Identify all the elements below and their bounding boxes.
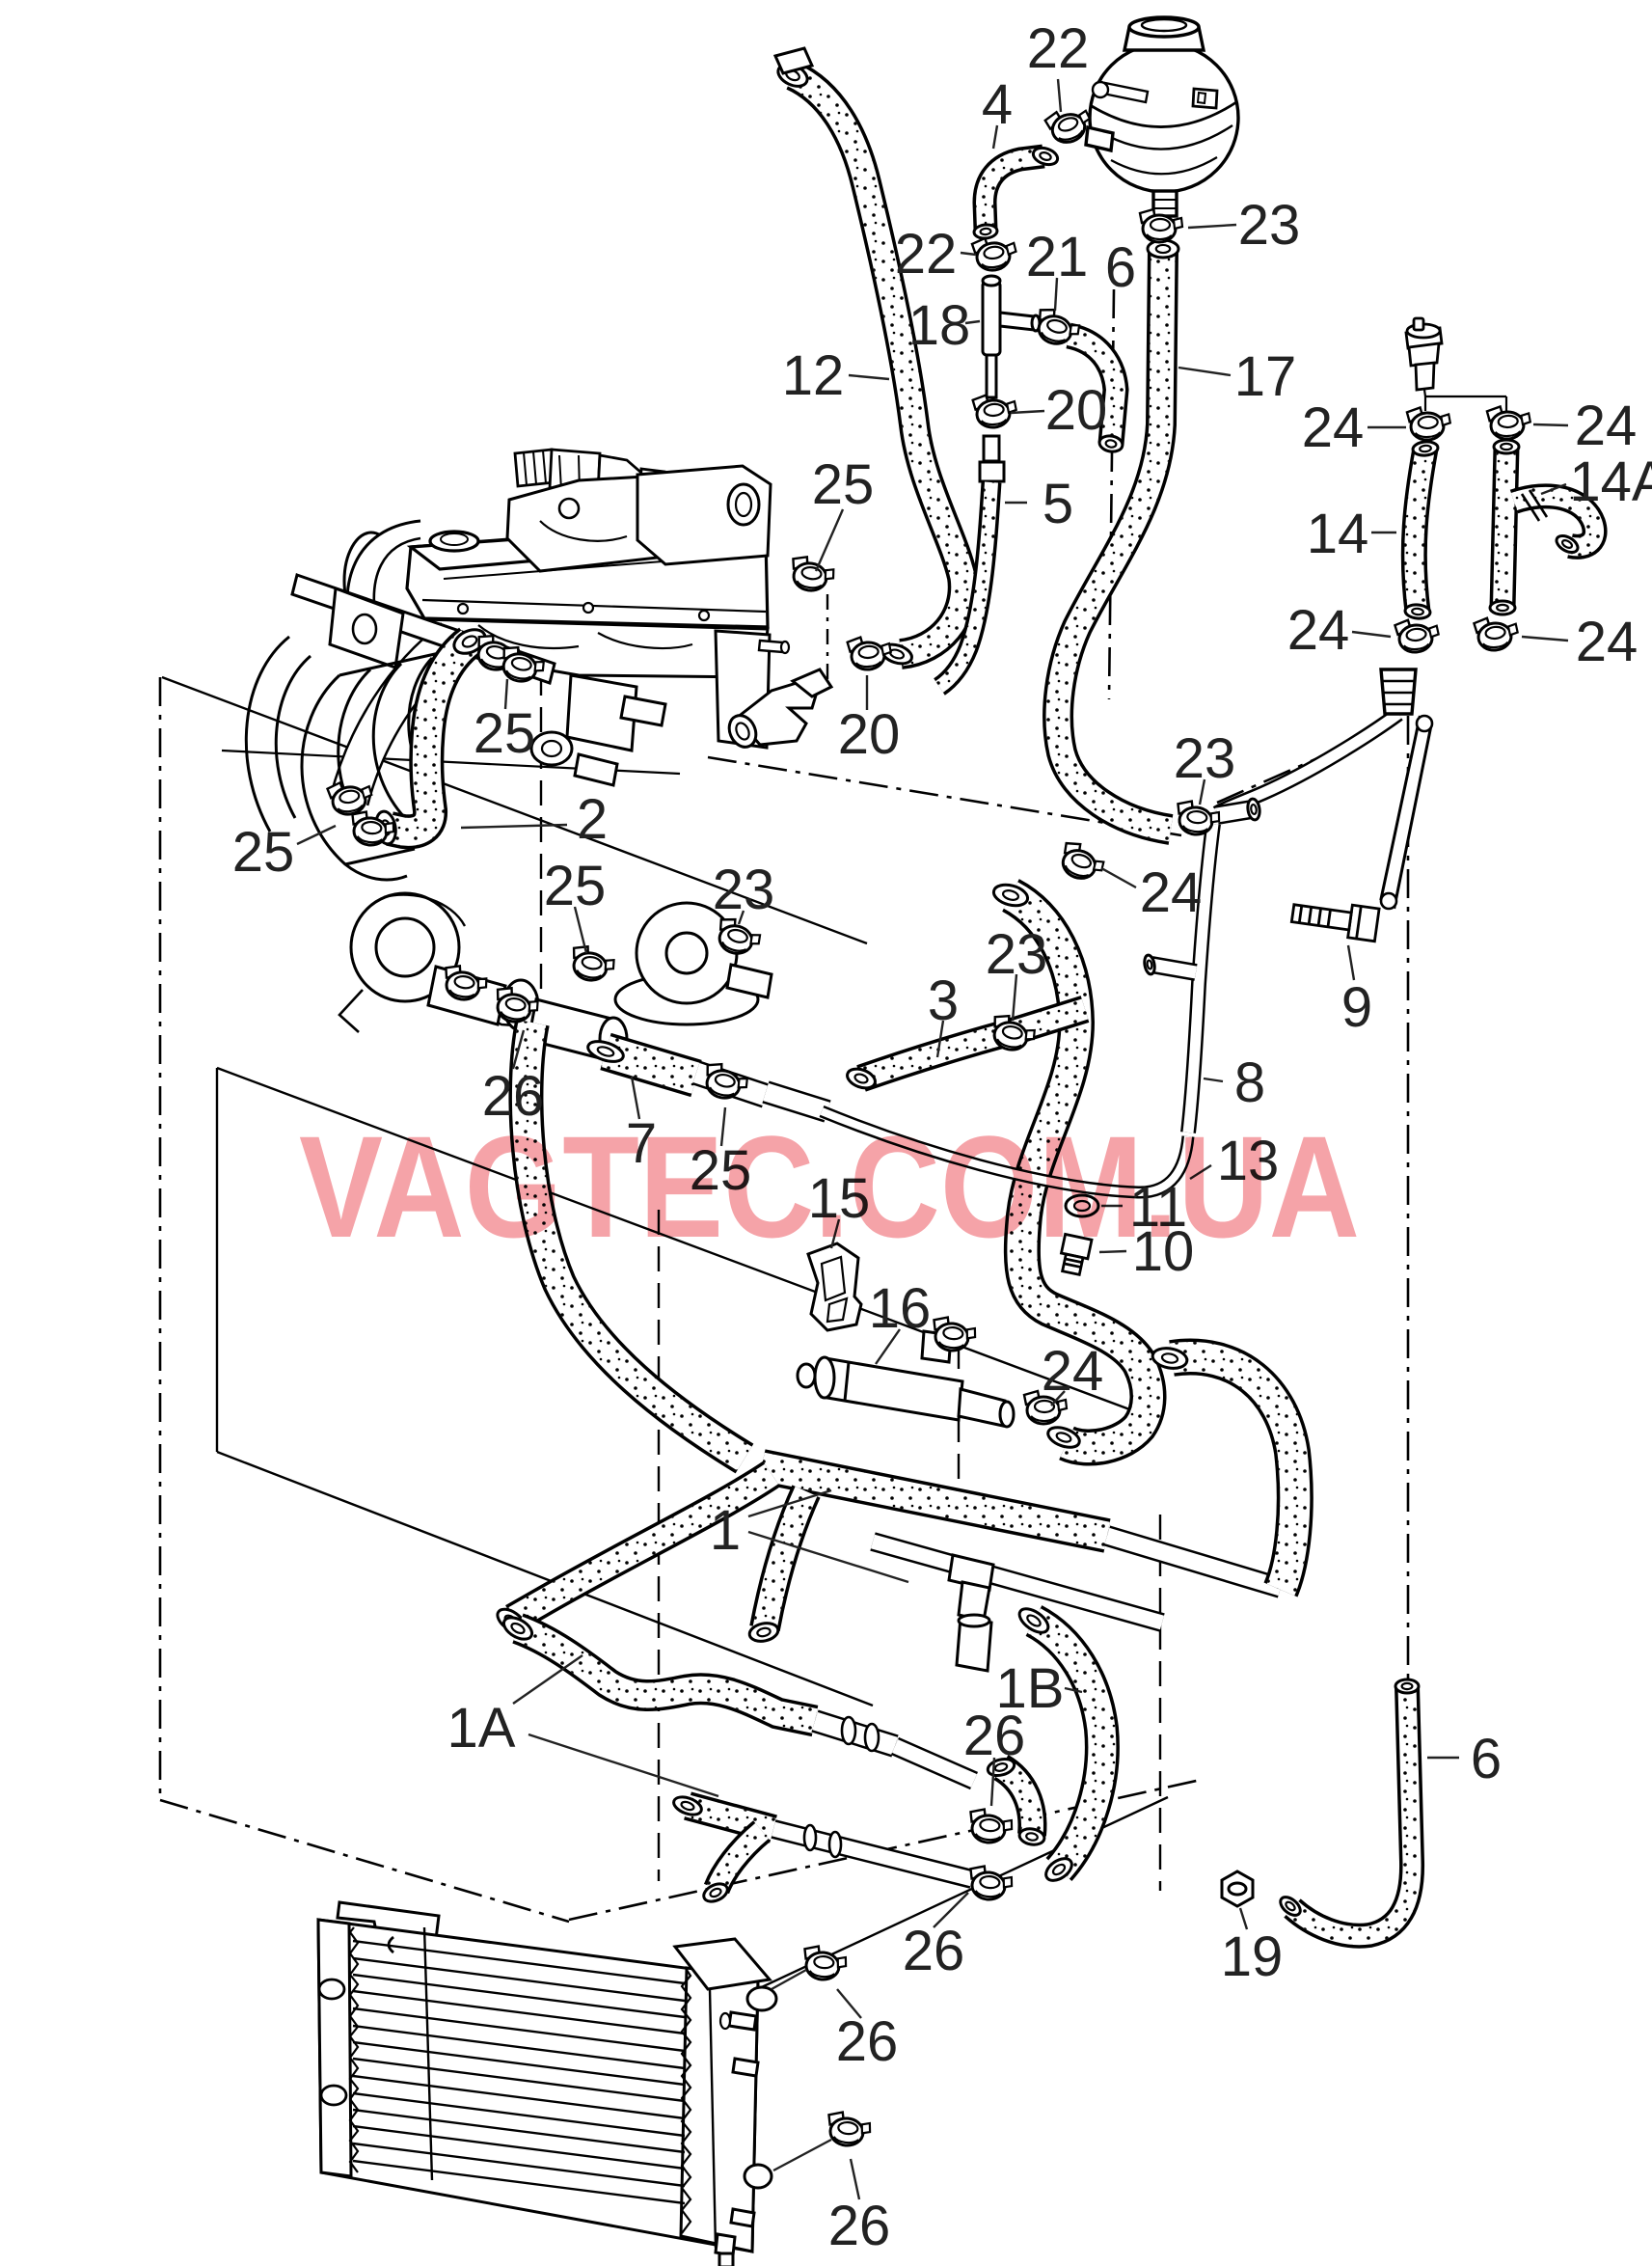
svg-text:4: 4 [982, 73, 1013, 136]
svg-text:17: 17 [1234, 345, 1297, 408]
svg-text:1B: 1B [996, 1657, 1065, 1720]
svg-text:24: 24 [1302, 396, 1365, 459]
svg-text:25: 25 [232, 821, 295, 884]
svg-text:20: 20 [838, 703, 901, 766]
svg-text:23: 23 [1238, 194, 1301, 257]
svg-text:23: 23 [1174, 727, 1236, 790]
svg-text:23: 23 [713, 859, 775, 921]
svg-text:7: 7 [626, 1112, 657, 1175]
svg-text:VAGTEC.COM.UA: VAGTEC.COM.UA [299, 1106, 1360, 1268]
svg-text:10: 10 [1132, 1220, 1195, 1283]
svg-text:14A: 14A [1569, 450, 1652, 513]
svg-text:6: 6 [1105, 236, 1136, 299]
svg-text:24: 24 [1140, 861, 1203, 924]
svg-text:25: 25 [690, 1139, 752, 1202]
svg-text:20: 20 [1045, 379, 1108, 442]
svg-text:5: 5 [1043, 473, 1073, 535]
svg-text:24: 24 [1042, 1340, 1104, 1403]
svg-text:19: 19 [1221, 1925, 1284, 1988]
svg-text:1: 1 [710, 1499, 741, 1562]
svg-text:21: 21 [1026, 226, 1089, 288]
svg-text:25: 25 [474, 702, 536, 765]
svg-text:22: 22 [895, 223, 958, 286]
svg-text:26: 26 [836, 2010, 899, 2073]
svg-text:23: 23 [986, 923, 1048, 986]
svg-text:13: 13 [1217, 1130, 1280, 1192]
svg-text:2: 2 [577, 788, 608, 851]
svg-text:26: 26 [963, 1705, 1026, 1767]
svg-text:26: 26 [482, 1065, 545, 1128]
svg-text:24: 24 [1575, 395, 1638, 457]
svg-text:9: 9 [1341, 976, 1372, 1039]
svg-text:6: 6 [1471, 1728, 1502, 1790]
svg-text:24: 24 [1287, 599, 1350, 662]
svg-text:16: 16 [869, 1277, 932, 1340]
svg-text:26: 26 [903, 1920, 965, 1982]
svg-text:25: 25 [812, 453, 875, 516]
svg-text:24: 24 [1576, 611, 1638, 673]
svg-text:26: 26 [828, 2195, 891, 2257]
svg-text:22: 22 [1027, 17, 1090, 80]
svg-text:8: 8 [1234, 1051, 1265, 1114]
svg-text:14: 14 [1307, 503, 1369, 565]
svg-text:25: 25 [544, 855, 607, 917]
svg-text:12: 12 [782, 344, 845, 407]
svg-text:1A: 1A [447, 1697, 516, 1760]
svg-text:11: 11 [1129, 1176, 1187, 1239]
svg-text:15: 15 [808, 1167, 871, 1230]
svg-text:3: 3 [928, 969, 959, 1032]
svg-text:18: 18 [908, 294, 971, 357]
